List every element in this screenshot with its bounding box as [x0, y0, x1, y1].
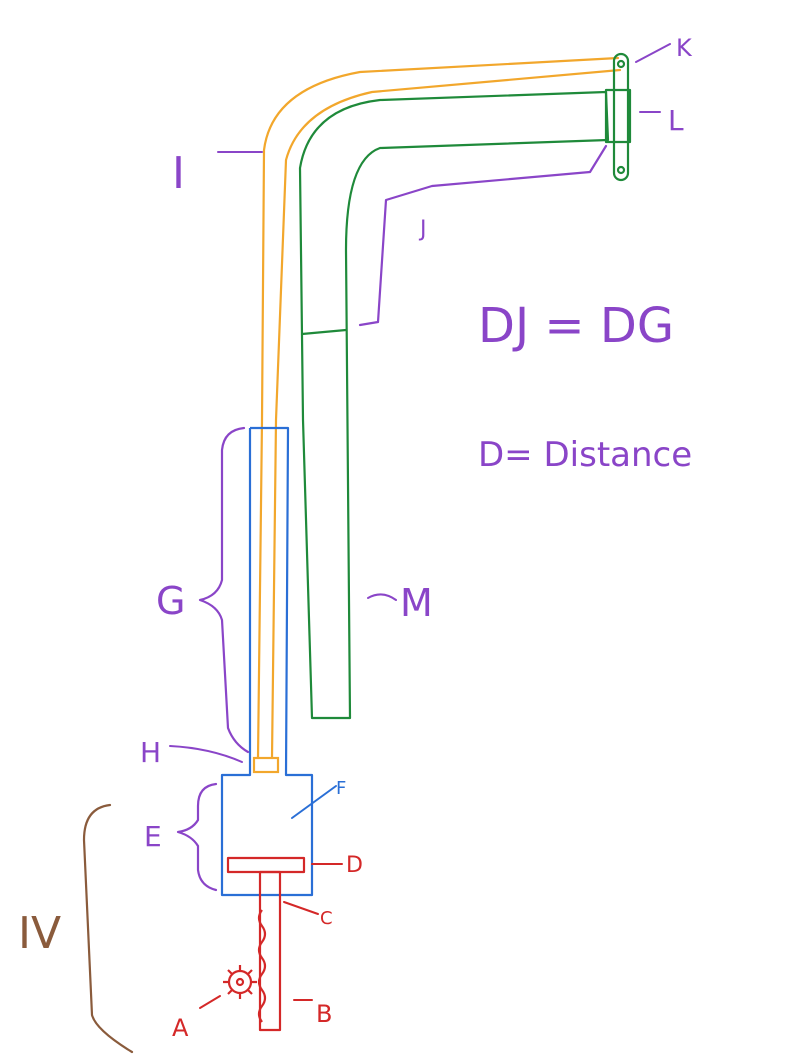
- label-m: M: [400, 581, 433, 625]
- blue-tube: [220, 426, 314, 897]
- label-a: A: [172, 1014, 189, 1042]
- label-f: F: [336, 778, 346, 799]
- bracket-j: [358, 144, 608, 327]
- label-l: L: [668, 104, 684, 137]
- bracket-e: [176, 782, 218, 892]
- label-g: G: [156, 579, 185, 623]
- orange-arm: [256, 56, 622, 760]
- label-i: I: [172, 148, 185, 199]
- green-arm: [298, 52, 632, 720]
- label-h: H: [140, 736, 161, 769]
- label-c: C: [320, 908, 333, 929]
- bracket-g: [198, 426, 250, 754]
- label-j: J: [418, 217, 427, 242]
- label-e: E: [144, 820, 162, 853]
- label-b: B: [316, 1000, 332, 1028]
- leader-lines: [169, 43, 671, 1009]
- label-iv: IV: [18, 908, 61, 959]
- label-k: K: [676, 34, 693, 62]
- slider-block-h: [252, 756, 280, 774]
- labels: I J K L G H E M F D C B A IV DJ = DG D= …: [18, 34, 693, 1042]
- label-d: D: [346, 853, 363, 878]
- red-mechanism: [223, 856, 306, 1032]
- equation-note: DJ = DG: [478, 298, 674, 354]
- definition-note: D= Distance: [478, 435, 692, 475]
- bracket-iv: [82, 803, 134, 1054]
